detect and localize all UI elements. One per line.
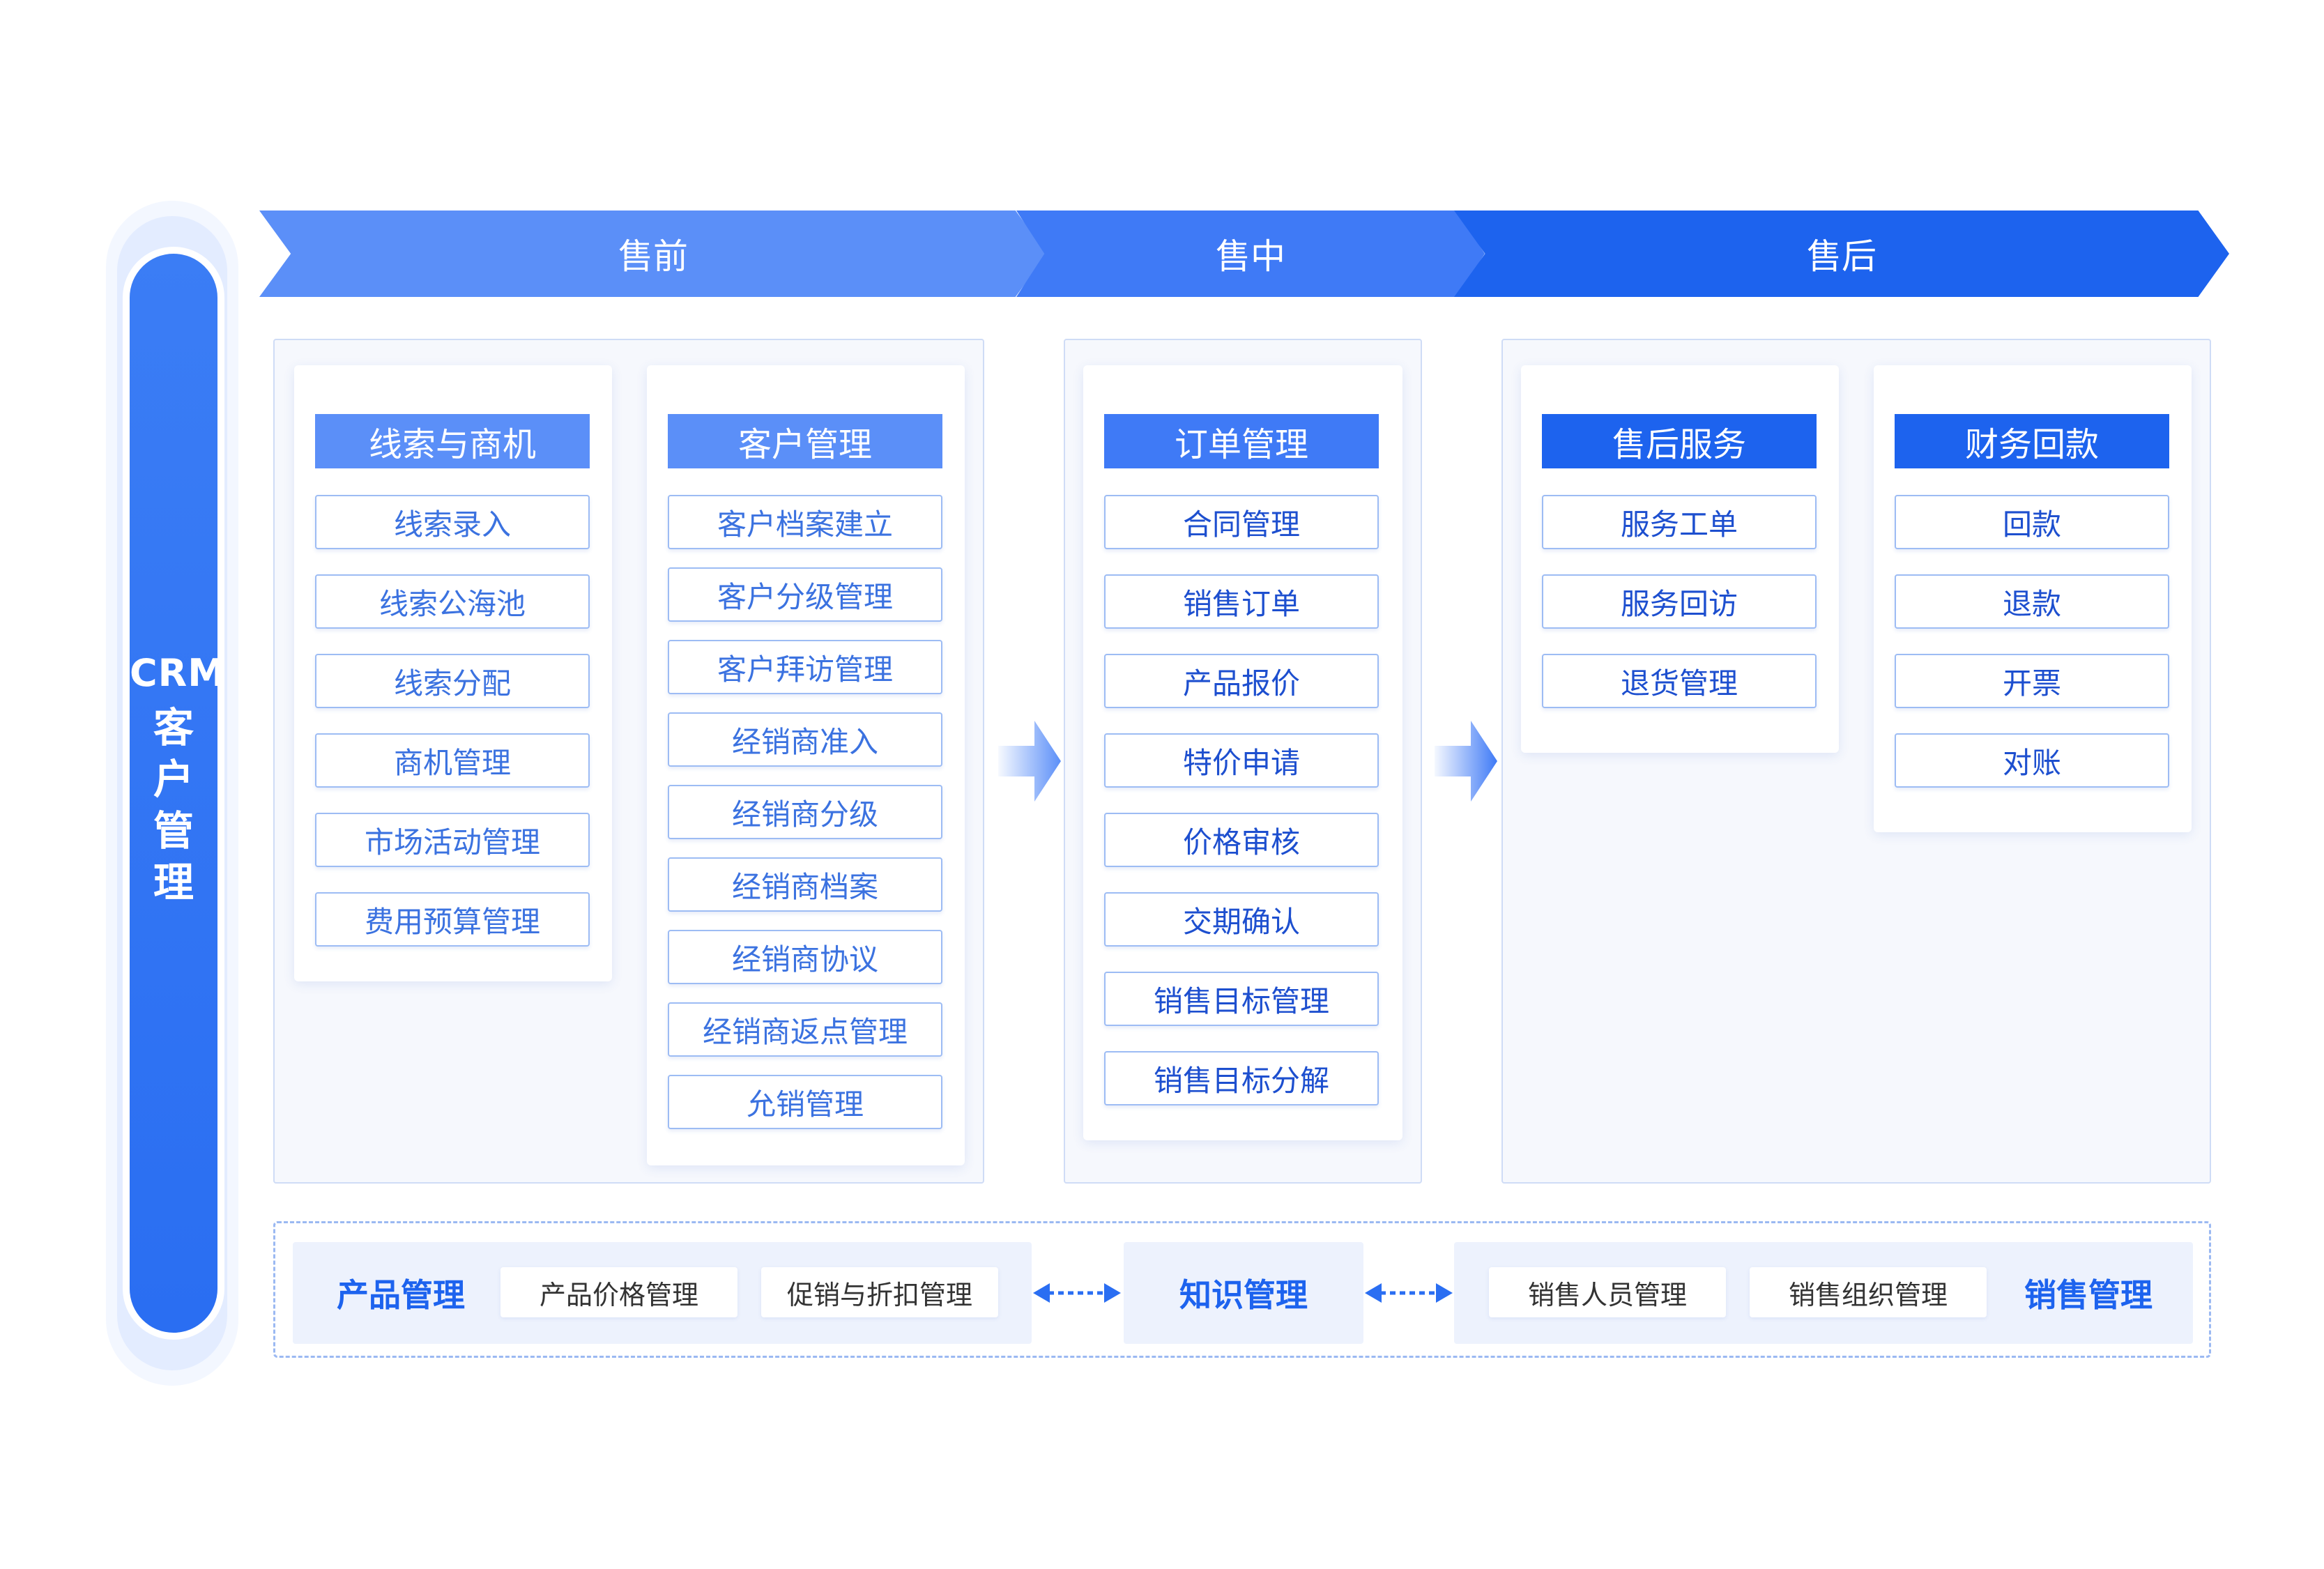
- order-item[interactable]: 销售目标管理: [1104, 972, 1379, 1026]
- double-arrow-icon: [1365, 1283, 1453, 1303]
- product-management-title: 产品管理: [337, 1276, 465, 1314]
- knowledge-management-group: [1124, 1242, 1363, 1344]
- order-item[interactable]: 销售目标分解: [1104, 1051, 1379, 1105]
- order-item[interactable]: 产品报价: [1104, 654, 1379, 708]
- phase-pre-sale: 售前: [259, 211, 1047, 297]
- after-sale-panel: 售后服务 服务工单 服务回访 退货管理 财务回款 回款 退款 开票 对账: [1501, 339, 2211, 1184]
- finance-column-title: 财务回款: [1895, 414, 2169, 468]
- flow-arrow-icon: [998, 721, 1061, 802]
- customer-item[interactable]: 客户分级管理: [668, 567, 942, 622]
- finance-item[interactable]: 开票: [1895, 654, 2169, 708]
- finance-item[interactable]: 对账: [1895, 733, 2169, 788]
- customer-item[interactable]: 经销商返点管理: [668, 1002, 942, 1057]
- service-item[interactable]: 服务工单: [1542, 495, 1817, 549]
- order-item[interactable]: 交期确认: [1104, 892, 1379, 947]
- support-modules-bar: [273, 1221, 2211, 1358]
- phase-after-sale: 售后: [1454, 211, 2229, 297]
- leads-item[interactable]: 商机管理: [315, 733, 590, 788]
- leads-item[interactable]: 费用预算管理: [315, 892, 590, 947]
- order-item[interactable]: 价格审核: [1104, 813, 1379, 867]
- service-item[interactable]: 退货管理: [1542, 654, 1817, 708]
- leads-column-title: 线索与商机: [315, 414, 590, 468]
- finance-item[interactable]: 回款: [1895, 495, 2169, 549]
- customer-item[interactable]: 经销商协议: [668, 930, 942, 984]
- leads-card: 线索与商机 线索录入 线索公海池 线索分配 商机管理 市场活动管理 费用预算管理: [294, 365, 612, 981]
- order-item[interactable]: 特价申请: [1104, 733, 1379, 788]
- finance-item[interactable]: 退款: [1895, 574, 2169, 629]
- crm-bar-label: CRM 客 户 管 理: [130, 651, 226, 908]
- sales-organization-chip[interactable]: 销售组织管理: [1750, 1267, 1987, 1317]
- service-column-title: 售后服务: [1542, 414, 1817, 468]
- crm-title-char: 客: [153, 703, 194, 751]
- customer-item[interactable]: 经销商准入: [668, 712, 942, 767]
- pre-sale-panel: 线索与商机 线索录入 线索公海池 线索分配 商机管理 市场活动管理 费用预算管理…: [273, 339, 984, 1184]
- crm-title: 客 户 管 理: [130, 702, 217, 908]
- leads-item[interactable]: 线索公海池: [315, 574, 590, 629]
- customer-column-title: 客户管理: [668, 414, 942, 468]
- crm-title-char: 户: [153, 755, 194, 803]
- finance-card: 财务回款 回款 退款 开票 对账: [1874, 365, 2192, 832]
- product-price-chip[interactable]: 产品价格管理: [500, 1267, 737, 1317]
- order-card: 订单管理 合同管理 销售订单 产品报价 特价申请 价格审核 交期确认 销售目标管…: [1083, 365, 1402, 1140]
- sales-management-title: 销售管理: [2024, 1276, 2153, 1314]
- service-card: 售后服务 服务工单 服务回访 退货管理: [1521, 365, 1839, 753]
- customer-item[interactable]: 允销管理: [668, 1075, 942, 1129]
- flow-arrow-icon: [1435, 721, 1497, 802]
- crm-title-char: 理: [153, 858, 194, 906]
- knowledge-management-title: 知识管理: [1179, 1276, 1308, 1314]
- customer-item[interactable]: 客户拜访管理: [668, 640, 942, 694]
- order-column-title: 订单管理: [1104, 414, 1379, 468]
- leads-item[interactable]: 线索分配: [315, 654, 590, 708]
- order-item[interactable]: 合同管理: [1104, 495, 1379, 549]
- service-item[interactable]: 服务回访: [1542, 574, 1817, 629]
- customer-item[interactable]: 经销商档案: [668, 857, 942, 912]
- crm-label: CRM: [130, 651, 226, 695]
- customer-item[interactable]: 客户档案建立: [668, 495, 942, 549]
- order-item[interactable]: 销售订单: [1104, 574, 1379, 629]
- customer-item[interactable]: 经销商分级: [668, 785, 942, 839]
- leads-item[interactable]: 线索录入: [315, 495, 590, 549]
- double-arrow-icon: [1033, 1283, 1121, 1303]
- phase-in-sale: 售中: [1016, 211, 1485, 297]
- leads-item[interactable]: 市场活动管理: [315, 813, 590, 867]
- promotion-discount-chip[interactable]: 促销与折扣管理: [761, 1267, 998, 1317]
- crm-vertical-bar: CRM 客 户 管 理: [130, 254, 226, 1333]
- in-sale-panel: 订单管理 合同管理 销售订单 产品报价 特价申请 价格审核 交期确认 销售目标管…: [1064, 339, 1422, 1184]
- crm-title-char: 管: [153, 806, 194, 855]
- customer-card: 客户管理 客户档案建立 客户分级管理 客户拜访管理 经销商准入 经销商分级 经销…: [647, 365, 965, 1165]
- sales-personnel-chip[interactable]: 销售人员管理: [1489, 1267, 1726, 1317]
